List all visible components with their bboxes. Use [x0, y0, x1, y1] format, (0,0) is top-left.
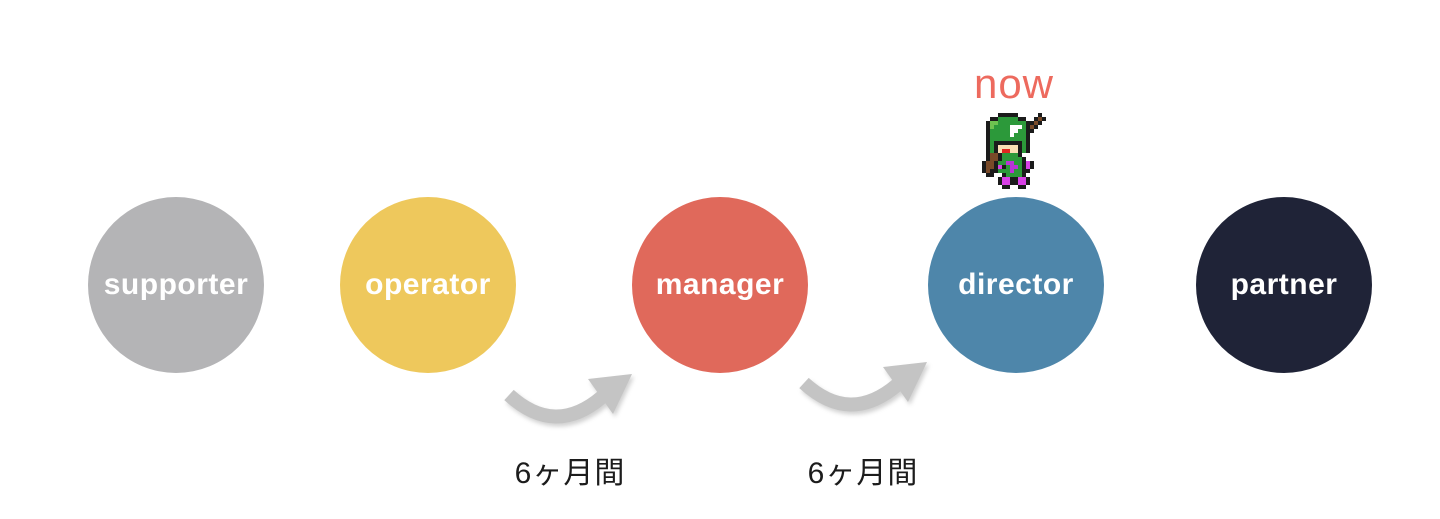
stage-label: director — [958, 268, 1074, 301]
pixel-hero-sprite — [982, 113, 1046, 190]
curved-arrow-icon — [504, 374, 632, 424]
now-label: now — [973, 60, 1055, 107]
curved-arrow-icon — [799, 362, 927, 412]
stage-circle-operator: operator — [340, 197, 516, 373]
stage-circle-manager: manager — [632, 197, 808, 373]
duration-label: 6ヶ月間 — [807, 457, 919, 490]
stage-circle-partner: partner — [1196, 197, 1372, 373]
duration-label: 6ヶ月間 — [514, 457, 626, 490]
stage-label: manager — [655, 268, 785, 301]
stage-circle-supporter: supporter — [88, 197, 264, 373]
stage-label: partner — [1230, 268, 1338, 301]
stage-label: operator — [365, 268, 491, 301]
stage-circle-director: director — [928, 197, 1104, 373]
pixel-hero-icon — [982, 113, 1046, 193]
stage-label: supporter — [103, 268, 249, 301]
